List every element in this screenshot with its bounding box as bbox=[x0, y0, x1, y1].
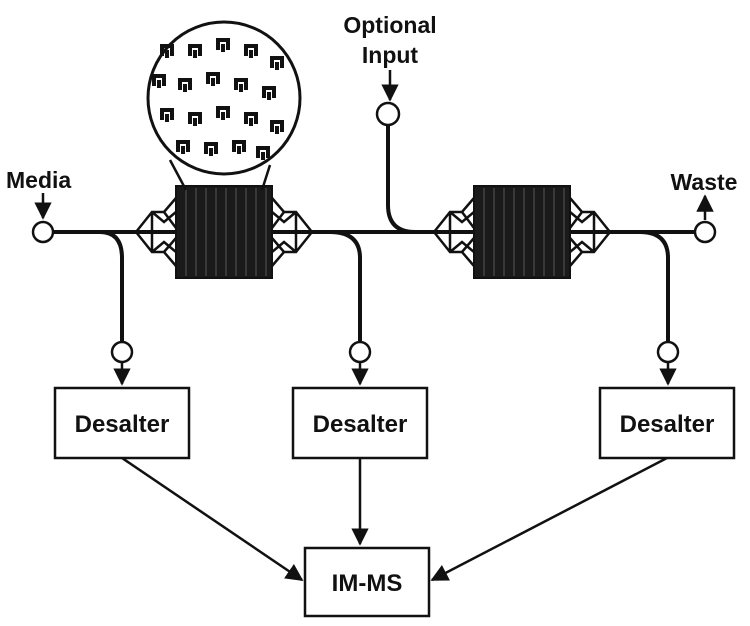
chamber-2-body bbox=[473, 185, 571, 279]
desalter-2-box bbox=[291, 386, 429, 460]
sample-port-3 bbox=[656, 340, 680, 364]
im-ms-detector: IM-MS bbox=[303, 546, 431, 618]
side-channel-2 bbox=[329, 230, 362, 342]
desalter1-to-imms-arrow bbox=[121, 456, 304, 582]
media-label: Media bbox=[6, 167, 71, 193]
optional-input-channel bbox=[386, 126, 416, 234]
desalter-1-box bbox=[53, 386, 191, 460]
optional-input-label-line1: Optional bbox=[343, 12, 436, 38]
chamber-2-inlet-manifold bbox=[433, 197, 475, 267]
desalter3-to-imms-arrow bbox=[430, 456, 668, 582]
media-port bbox=[31, 220, 55, 244]
im-ms-label: IM-MS bbox=[332, 570, 403, 597]
waste-label: Waste bbox=[671, 169, 738, 195]
side-channel-1 bbox=[99, 230, 124, 342]
optional-input-label-line2: Input bbox=[362, 42, 419, 68]
desalter-2-label: Desalter bbox=[313, 411, 408, 438]
im-ms-box bbox=[303, 546, 431, 618]
chamber-1-stripes bbox=[185, 188, 267, 276]
sample-port-1 bbox=[110, 340, 134, 364]
bioreactor-chamber-2 bbox=[433, 185, 611, 279]
chamber-1-outlet-manifold bbox=[271, 197, 313, 267]
desalter-1: Desalter bbox=[53, 386, 191, 460]
desalter-3: Desalter bbox=[598, 386, 736, 460]
inset-leader-left bbox=[168, 159, 188, 191]
inset-circle bbox=[146, 20, 302, 176]
desalter-3-label: Desalter bbox=[620, 411, 715, 438]
magnified-inset bbox=[146, 20, 302, 191]
desalter-3-box bbox=[598, 386, 736, 460]
side-channel-3 bbox=[639, 230, 670, 342]
chamber-1-inlet-manifold bbox=[135, 197, 177, 267]
bioreactor-chamber-1 bbox=[135, 185, 313, 279]
sample-port-2 bbox=[348, 340, 372, 364]
chamber-1-body bbox=[175, 185, 273, 279]
desalter-1-label: Desalter bbox=[75, 411, 170, 438]
optional-input-port bbox=[375, 101, 401, 127]
chamber-2-stripes bbox=[483, 188, 565, 276]
desalter-2: Desalter bbox=[291, 386, 429, 460]
inset-leader-right bbox=[260, 164, 272, 191]
waste-port bbox=[693, 220, 717, 244]
inset-trap-pattern bbox=[152, 38, 284, 160]
chamber-2-outlet-manifold bbox=[569, 197, 611, 267]
